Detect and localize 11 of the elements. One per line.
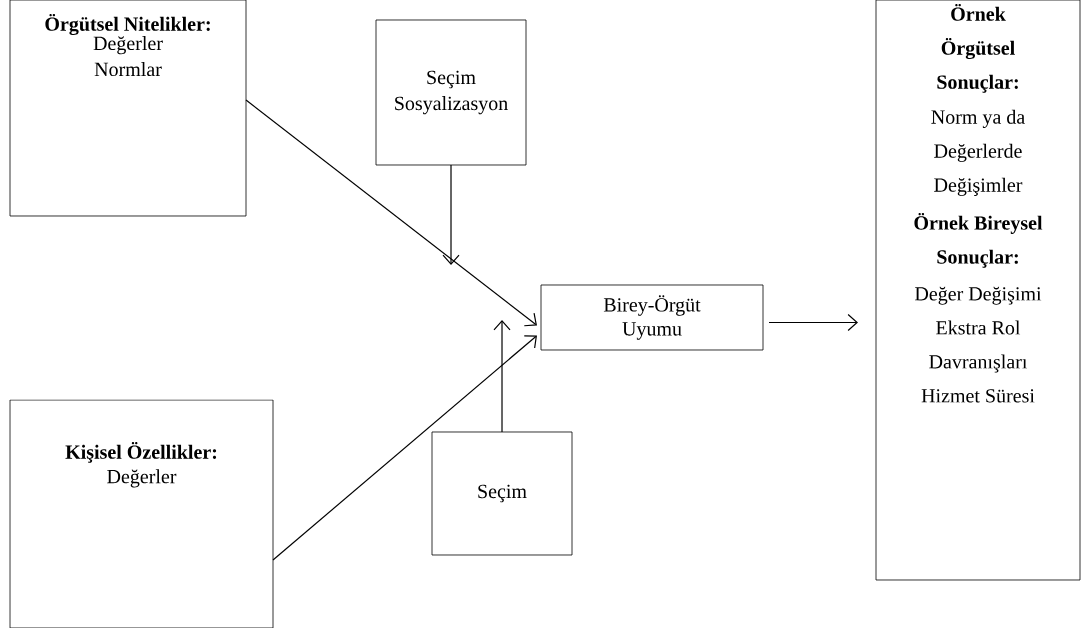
text-box: Kişisel Özellikler: Değerler xyxy=(9,399,274,628)
arrow xyxy=(768,313,858,332)
arrow xyxy=(245,99,537,327)
arrow xyxy=(442,164,460,265)
text-box: Seçim xyxy=(431,431,573,556)
arrow xyxy=(493,320,511,433)
text-box: Seçim Sosyalizasyon xyxy=(375,19,527,166)
arrow xyxy=(272,335,537,561)
outcome-box: Örnek Örgütsel Sonuçlar: Norm ya da Değerlerde Değişimler Örnek Bireysel Sonuçlar: Değer Değişimi Ekstra Rol Davranışları Hizmet Süresi xyxy=(875,0,1081,581)
process-box: Birey-Örgüt Uyumu xyxy=(540,284,764,351)
text-box: Örgütsel Nitelikler: Değerler Normlar xyxy=(9,0,247,217)
